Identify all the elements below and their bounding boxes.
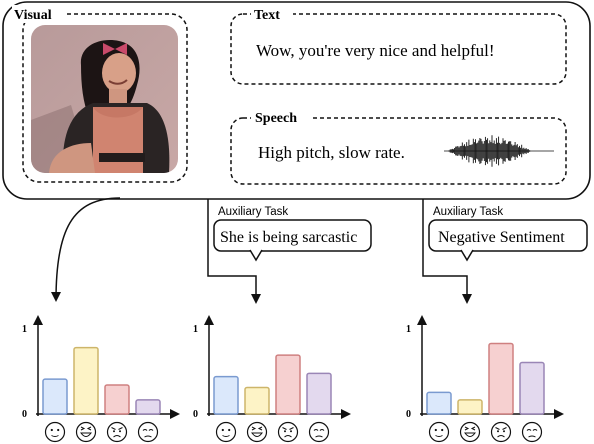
bar-laughing xyxy=(73,346,99,415)
auxiliary-task-label-1: She is being sarcastic xyxy=(220,229,357,246)
bar-neutral xyxy=(42,378,68,415)
bar-neutral xyxy=(213,375,239,415)
y-tick-label-0: 0 xyxy=(22,409,27,420)
arrow-to-chart-1 xyxy=(51,197,121,302)
bar-angry xyxy=(488,342,514,415)
auxiliary-task-caption-2: Auxiliary Task xyxy=(433,206,503,218)
laughing-face-icon xyxy=(75,421,97,443)
neutral-face-icon xyxy=(428,421,450,443)
bar-laughing xyxy=(457,399,483,415)
auxiliary-task-box-2 xyxy=(428,219,588,252)
visual-label: Visual xyxy=(14,8,52,23)
text-utterance: Wow, you're very nice and helpful! xyxy=(256,41,495,60)
bar-laughing xyxy=(244,386,270,415)
arrow-to-chart-2 xyxy=(207,199,261,304)
speaker-photo xyxy=(31,25,178,173)
y-tick-label-1: 1 xyxy=(193,324,198,335)
laughing-face-icon xyxy=(459,421,481,443)
bar-angry xyxy=(104,384,130,415)
waveform-icon xyxy=(444,135,554,167)
bar-angry xyxy=(275,354,301,415)
y-tick-label-0: 0 xyxy=(193,409,198,420)
speech-description: High pitch, slow rate. xyxy=(258,143,405,162)
arrow-to-chart-3 xyxy=(422,199,472,304)
neutral-face-icon xyxy=(44,421,66,443)
auxiliary-task-caption-1: Auxiliary Task xyxy=(218,206,288,218)
angry-face-icon xyxy=(106,421,128,443)
text-label: Text xyxy=(254,8,280,23)
angry-face-icon xyxy=(277,421,299,443)
y-tick-label-0: 0 xyxy=(406,409,411,420)
sad-face-icon xyxy=(521,421,543,443)
auxiliary-task-label-2: Negative Sentiment xyxy=(438,229,565,246)
emotion-chart-3: 10 xyxy=(406,315,564,443)
laughing-face-icon xyxy=(246,421,268,443)
bar-sad xyxy=(135,399,161,415)
auxiliary-task-box-1 xyxy=(213,219,372,252)
y-tick-label-1: 1 xyxy=(22,324,27,335)
angry-face-icon xyxy=(490,421,512,443)
emotion-chart-2: 10 xyxy=(193,315,351,443)
bar-sad xyxy=(519,361,545,415)
speech-panel xyxy=(230,117,567,185)
sad-face-icon xyxy=(137,421,159,443)
sad-face-icon xyxy=(308,421,330,443)
text-panel xyxy=(230,13,567,85)
emotion-chart-1: 10 xyxy=(22,315,180,443)
bar-sad xyxy=(306,372,332,415)
neutral-face-icon xyxy=(215,421,237,443)
bar-neutral xyxy=(426,391,452,415)
speech-label: Speech xyxy=(255,111,297,126)
visual-panel xyxy=(22,13,188,183)
y-tick-label-1: 1 xyxy=(406,324,411,335)
